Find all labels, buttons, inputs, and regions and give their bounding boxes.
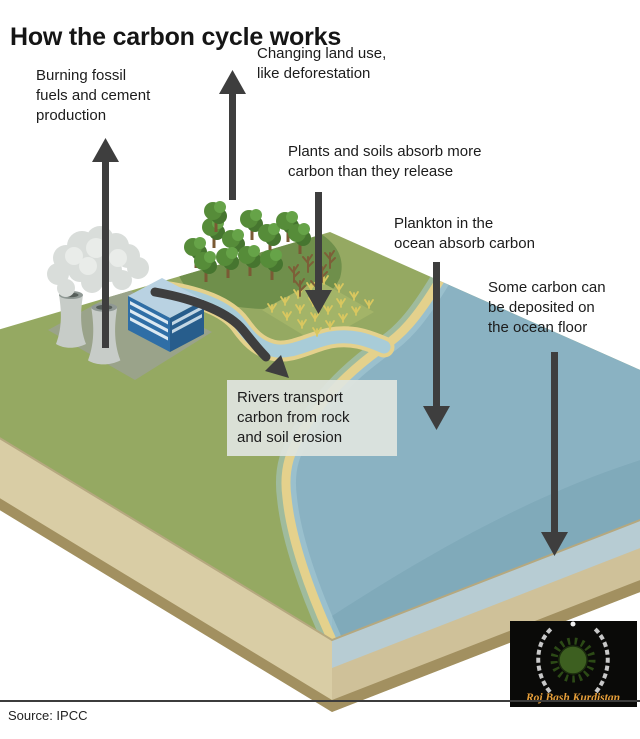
laurel-wreath-icon (536, 626, 554, 694)
label-fossil-fuels: Burning fossil fuels and cement producti… (36, 67, 151, 124)
river-transport-arrow (150, 287, 289, 378)
land-use-up-arrow (219, 70, 246, 200)
source-text: Source: IPCC (8, 708, 88, 723)
watermark-text: Roj Bash Kurdistan (525, 692, 620, 704)
sunburst-icon (550, 637, 596, 683)
deep-water-shading (332, 430, 640, 640)
label-ocean-floor: Some carbon can be deposited on the ocea… (488, 279, 606, 336)
label-rivers-box: Rivers transport carbon from rock and so… (227, 380, 397, 456)
factory-platform (48, 288, 212, 380)
fossil-fuels-up-arrow (92, 138, 119, 348)
label-plankton: Plankton in the ocean absorb carbon (394, 215, 535, 252)
flux-arrows (92, 70, 568, 556)
land-block-sides (0, 438, 640, 712)
laurel-wreath-icon (592, 626, 610, 694)
footer-divider (0, 700, 640, 702)
plants-soils-down-arrow (305, 192, 332, 314)
plankton-down-arrow (423, 262, 450, 430)
underwater-front-face (332, 520, 640, 668)
label-land-use: Changing land use, like deforestation (257, 45, 387, 82)
page-title: How the carbon cycle works (10, 22, 342, 51)
smoke-plume (47, 226, 149, 297)
star-icon (570, 621, 576, 627)
ocean-floor-down-arrow (541, 352, 568, 556)
block-edge-line (0, 437, 640, 642)
label-plants-soils: Plants and soils absorb more carbon than… (288, 143, 482, 180)
watermark-logo: Roj Bash Kurdistan (510, 621, 637, 707)
